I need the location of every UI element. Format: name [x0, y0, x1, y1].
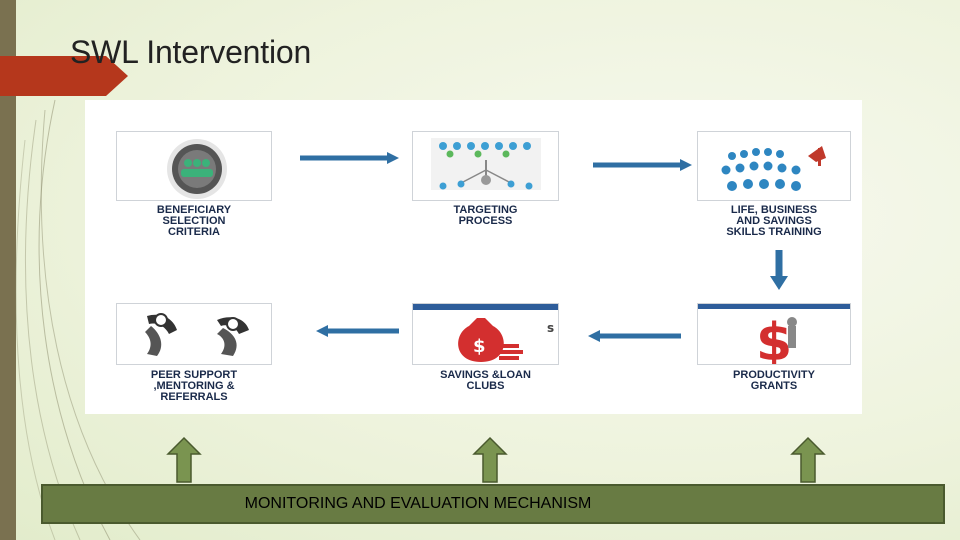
handshake-icon	[116, 303, 272, 365]
arrow-down-icon	[770, 250, 788, 290]
svg-text:$: $	[756, 313, 792, 365]
node-label: TARGETING PROCESS	[453, 204, 518, 227]
arrow-up-icon	[790, 436, 826, 483]
dollar-sign-icon: $	[697, 303, 851, 365]
left-accent-bar	[0, 0, 16, 540]
node-label: BENEFICIARY SELECTION CRITERIA	[156, 204, 232, 238]
slide-title: SWL Intervention	[70, 34, 312, 70]
node-label: PEER SUPPORT ,MENTORING & REFERRALS	[150, 369, 238, 403]
svg-text:$: $	[473, 336, 486, 357]
arrow-right-icon	[593, 159, 692, 171]
node-label: PRODUCTIVITY GRANTS	[733, 369, 815, 392]
arrow-left-icon	[588, 330, 681, 342]
svg-text:s: s	[547, 321, 554, 335]
flow-arrows	[300, 152, 788, 342]
flow-diagram-panel: BENEFICIARY SELECTION CRITERIA TARGETIN	[85, 100, 862, 414]
title-accent-tab	[0, 56, 128, 96]
monitoring-evaluation-label: MONITORING AND EVALUATION MECHANISM	[244, 495, 592, 512]
node-label: SAVINGS &LOAN CLUBS	[440, 369, 531, 392]
crowd-icon	[697, 131, 851, 201]
people-circle-icon	[116, 131, 272, 201]
people-tree-icon	[412, 131, 559, 201]
arrow-up-icon	[472, 436, 508, 483]
node-label: LIFE, BUSINESS AND SAVINGS SKILLS TRAINI…	[726, 204, 822, 238]
arrow-right-icon	[300, 152, 399, 164]
arrow-up-icon	[166, 436, 202, 483]
money-bag-icon: $ s	[412, 303, 559, 365]
arrow-left-icon	[316, 325, 399, 337]
monitoring-evaluation-box: MONITORING AND EVALUATION MECHANISM	[41, 484, 945, 524]
